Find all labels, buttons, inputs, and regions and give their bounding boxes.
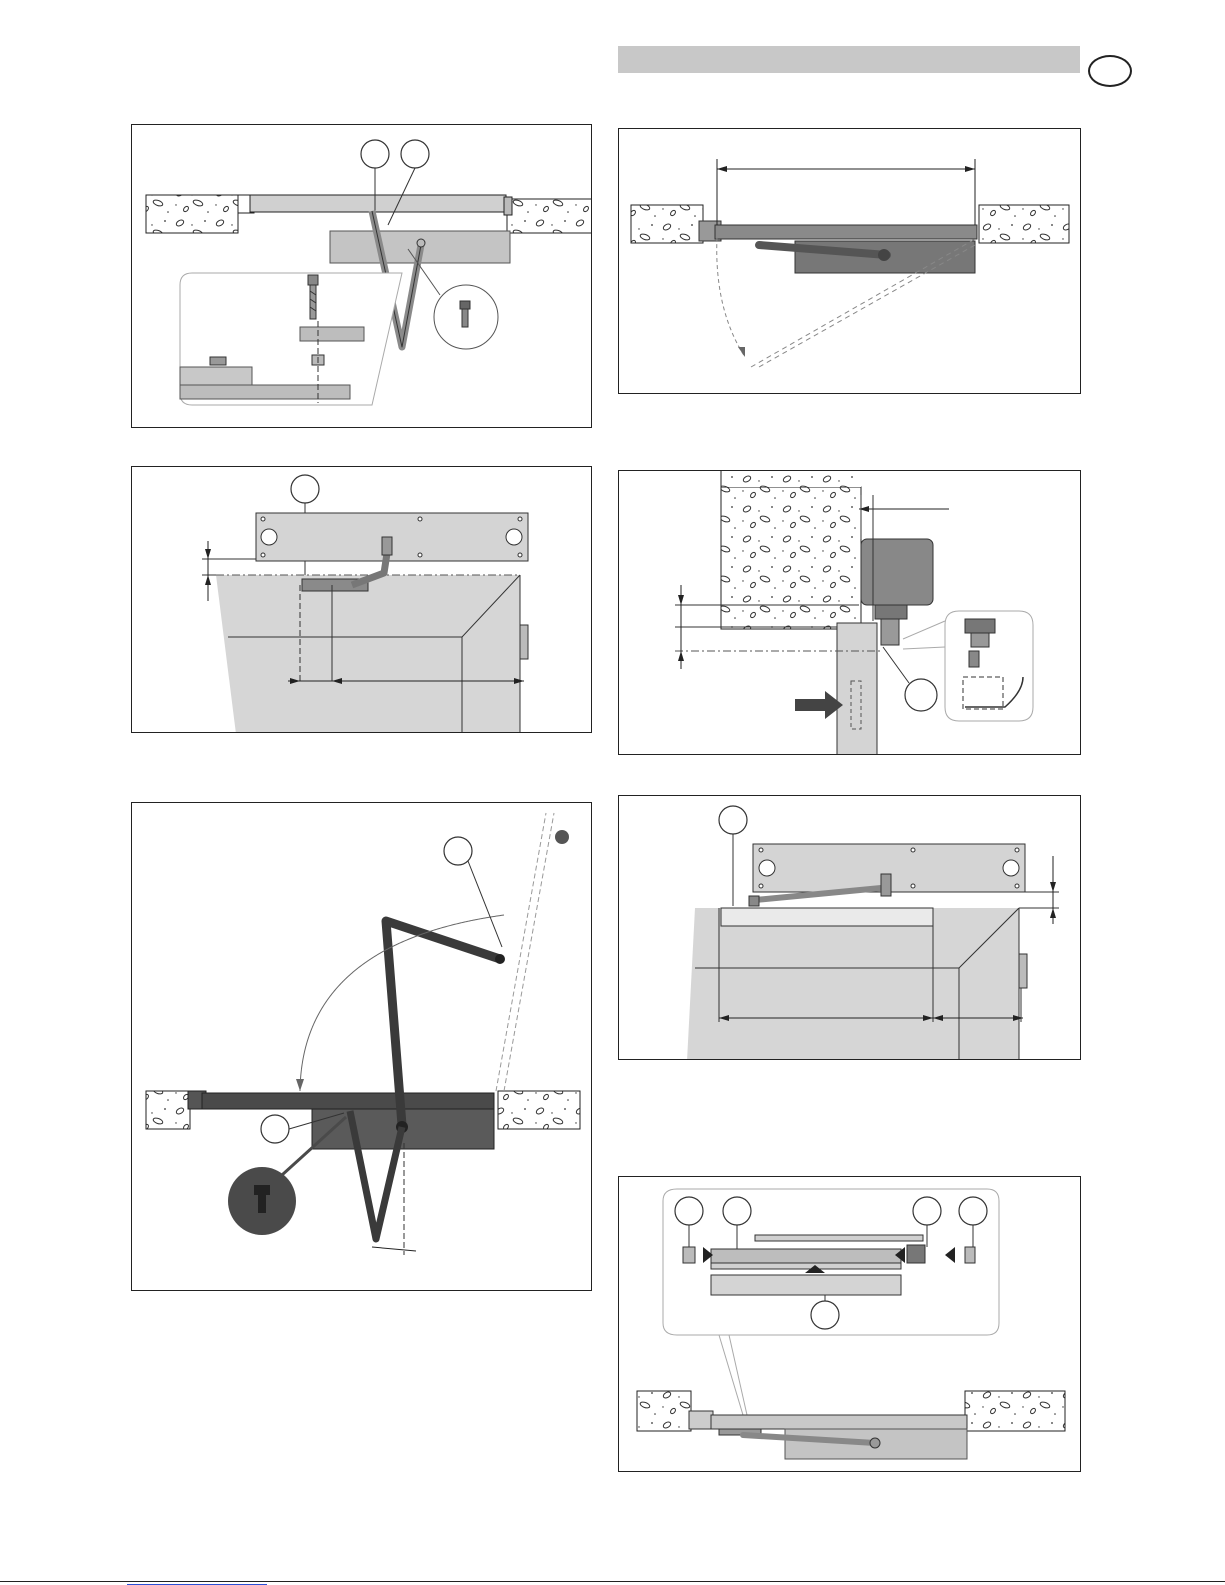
bottom-rule [0,1581,1225,1582]
mounting-plate [711,1275,901,1295]
slide-rail [711,1249,901,1263]
figure-1-drawing [132,125,592,428]
wall-right [498,1091,580,1129]
door-leaf [715,225,977,239]
figure-panel-3 [131,466,592,733]
callout-circle-icon [291,475,319,503]
callout-circle-icon [913,1197,941,1225]
figure-panel-5 [131,802,592,1291]
marker-dot [555,830,569,844]
figure-panel-7 [618,1176,1081,1472]
door-perspective [216,575,520,733]
callout-circle-icon [401,140,429,168]
wall-left [631,205,703,243]
callout-circle-icon [261,1115,289,1143]
screw-icon [462,309,468,327]
figure-4-drawing [619,471,1081,755]
callout-circle-icon [811,1301,839,1329]
wall-left [637,1391,691,1431]
wall-left [146,195,238,233]
hinge [520,625,528,659]
door-perspective [687,908,1019,1060]
screw-icon [258,1195,266,1213]
wall-section [721,487,861,629]
callout-circle-icon [444,837,472,865]
figure-7-drawing [619,1177,1081,1472]
callout-circle-icon [675,1197,703,1225]
callout-circle-icon [723,1197,751,1225]
hinge [1019,954,1027,988]
wall-right [979,205,1069,243]
callout-circle-icon [719,806,747,834]
wall-left [146,1091,190,1129]
section-header-bar [618,46,1080,73]
figure-2-drawing [619,129,1081,394]
push-arrow-icon [795,691,843,719]
wall-right [507,199,592,233]
figure-panel-2 [618,128,1081,394]
callout-circle-icon [361,140,389,168]
callout-circle-icon [959,1197,987,1225]
door-section [837,623,877,755]
figure-panel-1 [131,124,592,428]
figure-panel-6 [618,795,1081,1060]
figure-5-drawing [132,803,592,1291]
door-leaf [250,195,506,212]
screw-icon [969,651,979,667]
slide-rail [721,908,933,926]
closer-body [861,539,933,605]
language-badge [1088,55,1132,87]
wall-right [965,1391,1065,1431]
figure-6-drawing [619,796,1081,1060]
hinge [504,197,512,215]
door-leaf [202,1093,494,1109]
figure-3-drawing [132,467,592,733]
callout-circle-icon [905,679,937,711]
figure-panel-4 [618,470,1081,755]
door-leaf [711,1415,967,1429]
